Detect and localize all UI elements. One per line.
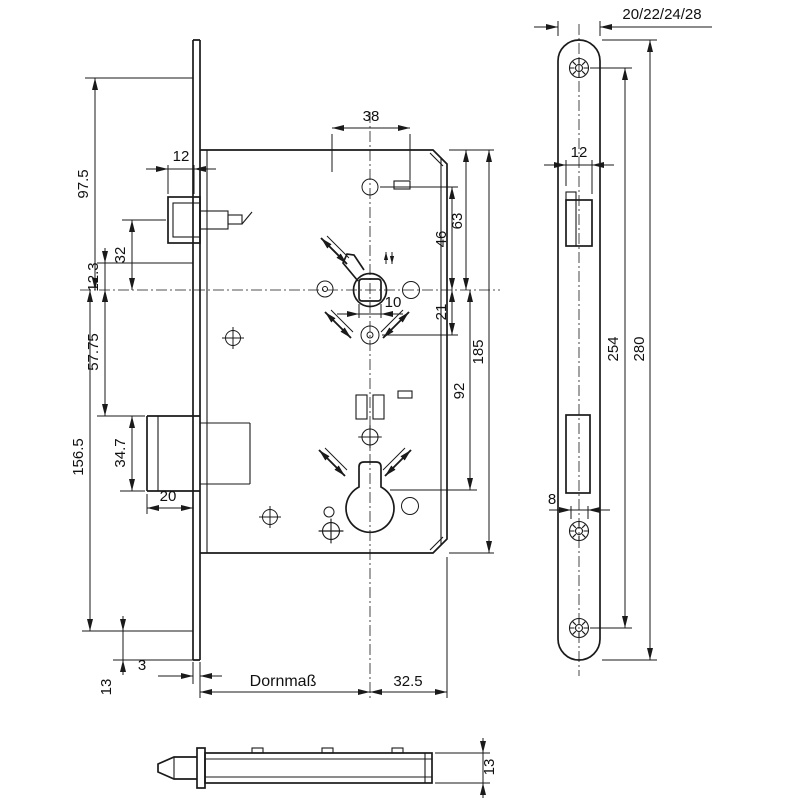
follower-cam bbox=[342, 253, 365, 282]
dim-bolt-throw: 20 bbox=[160, 488, 177, 505]
front-view: 38 12 97.5 32 12.3 57.75 bbox=[70, 39, 494, 698]
dim-bolt-height: 34.7 bbox=[112, 438, 129, 467]
dim-12-3: 12.3 bbox=[85, 262, 102, 291]
deadbolt-cutout bbox=[565, 414, 591, 494]
screw-hole bbox=[316, 280, 334, 298]
dim-case-top-to-axis: 63 bbox=[449, 213, 466, 230]
backset-label: Dornmaß bbox=[250, 673, 317, 690]
screw-tab bbox=[321, 747, 334, 754]
dim-axis-to-cylinder: 92 bbox=[451, 383, 468, 400]
case-top-view bbox=[204, 752, 433, 784]
dim-width-options: 20/22/24/28 bbox=[622, 6, 701, 23]
dim-axis-to-hole-below: 21 bbox=[433, 304, 450, 321]
torx-screw-icon bbox=[568, 520, 590, 542]
fixing-hole bbox=[221, 326, 245, 350]
screw-hole bbox=[360, 325, 380, 345]
dim-case-height: 185 bbox=[470, 339, 487, 364]
dim-screw-to-end: 13 bbox=[98, 679, 115, 696]
dim-latch-to-axis: 32 bbox=[112, 247, 129, 264]
faceplate-view: 20/22/24/28 12 8 254 280 bbox=[534, 6, 712, 661]
fixing-hole bbox=[357, 424, 383, 450]
euro-cylinder-hole bbox=[345, 461, 395, 534]
spring-symbols bbox=[318, 235, 412, 477]
dim-axis-to-back: 32.5 bbox=[393, 673, 422, 690]
dim-case-depth: 13 bbox=[481, 759, 498, 776]
top-view-dimensions: 13 bbox=[435, 738, 498, 798]
screw-holes bbox=[221, 178, 420, 544]
stop-tab bbox=[393, 180, 411, 190]
deadbolt bbox=[146, 415, 251, 492]
fixing-hole bbox=[258, 505, 282, 529]
dim-square: 10 bbox=[385, 294, 402, 311]
dim-top-width: 38 bbox=[363, 108, 380, 125]
faceplate-edge bbox=[192, 39, 201, 661]
guide-block bbox=[355, 394, 368, 420]
lock-case bbox=[200, 149, 448, 554]
dim-axis-to-bottom-screw: 156.5 bbox=[70, 438, 87, 476]
faceplate-dimensions: 20/22/24/28 12 8 254 280 bbox=[534, 6, 712, 661]
fixing-hole bbox=[318, 518, 344, 544]
dim-latch-height: 12 bbox=[173, 148, 190, 165]
screw-tab bbox=[251, 747, 264, 754]
screw-hole bbox=[401, 497, 419, 515]
dim-57-75: 57.75 bbox=[85, 333, 102, 371]
spindle-square-hole bbox=[358, 278, 382, 302]
follower-hub bbox=[342, 252, 395, 308]
screw-hole bbox=[323, 506, 335, 518]
centerlines bbox=[80, 24, 580, 700]
dim-plate-length: 280 bbox=[631, 336, 648, 361]
latch-cutout bbox=[565, 191, 593, 247]
screw-hole bbox=[402, 281, 420, 299]
latch-bolt bbox=[167, 196, 253, 244]
faceplate-top-edge bbox=[196, 747, 206, 789]
latch-top-view bbox=[157, 756, 197, 780]
dim-plate-thickness: 3 bbox=[138, 657, 146, 674]
guide-block bbox=[372, 394, 385, 420]
top-view: 13 bbox=[157, 738, 498, 798]
screw-tab bbox=[391, 747, 404, 754]
dim-screw-slot: 8 bbox=[548, 491, 556, 508]
dim-top-to-axis: 97.5 bbox=[75, 169, 92, 198]
faceplate-outline bbox=[557, 39, 601, 661]
dim-screw-spacing: 254 bbox=[605, 336, 622, 361]
stop-tab bbox=[397, 390, 413, 399]
dim-hole-to-axis: 46 bbox=[433, 231, 450, 248]
front-dimensions: 38 12 97.5 32 12.3 57.75 bbox=[70, 77, 494, 698]
dim-latch-cutout: 12 bbox=[571, 144, 588, 161]
screw-hole bbox=[361, 178, 379, 196]
